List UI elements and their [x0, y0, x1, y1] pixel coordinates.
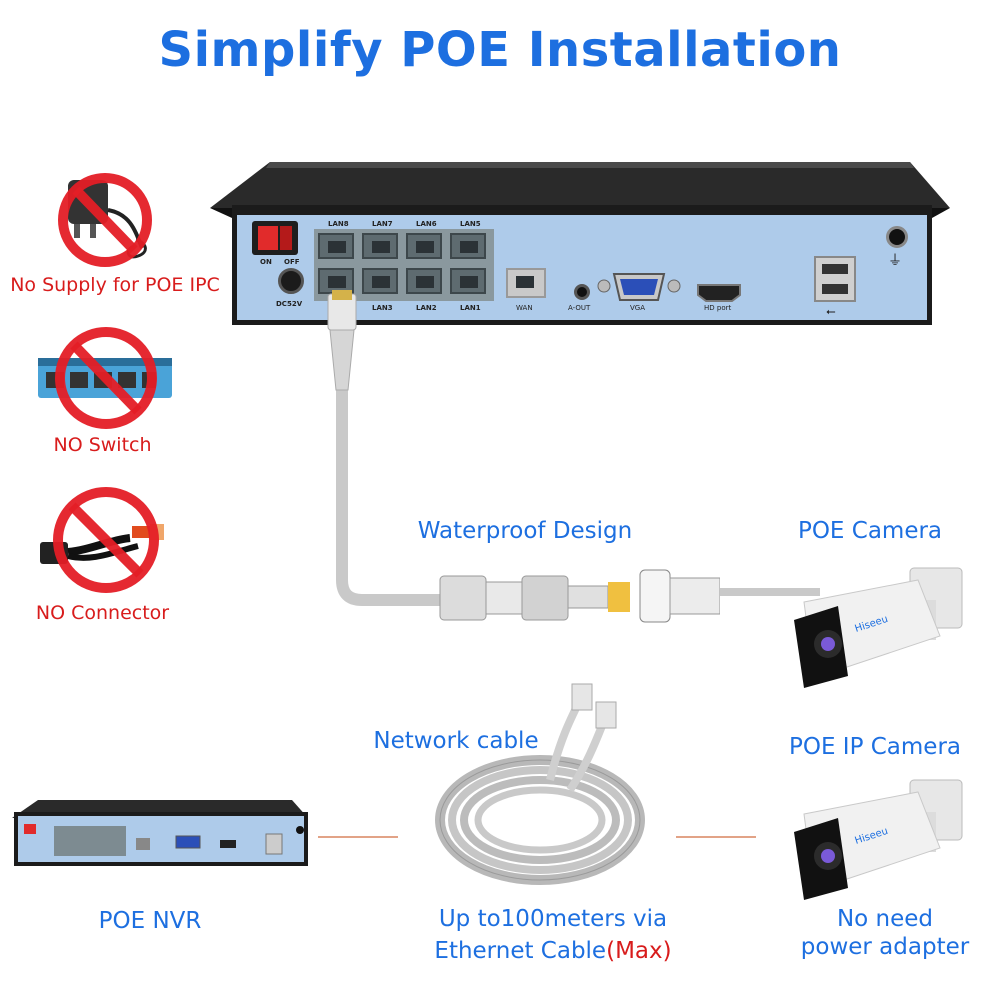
switch-off-label: OFF	[284, 258, 300, 266]
lan2-port[interactable]	[406, 268, 442, 294]
poe-ip-camera-image: Hiseeu	[794, 779, 963, 900]
vga-label: VGA	[630, 304, 646, 312]
poe-nvr-label: POE NVR	[98, 908, 202, 934]
lan3-label: LAN3	[372, 304, 393, 312]
aout-label: A-OUT	[568, 304, 591, 312]
hd-label: HD port	[704, 304, 732, 312]
range-line1: Up to100meters via	[438, 906, 668, 932]
page-title: Simplify POE Installation	[158, 22, 842, 78]
power-switch[interactable]	[252, 221, 298, 255]
ethernet-cable-path	[327, 290, 720, 623]
waterproof-label: Waterproof Design	[417, 518, 633, 544]
range-max-text: (Max)	[606, 938, 672, 964]
network-cable-label: Network cable	[373, 728, 539, 754]
lan8-label: LAN8	[328, 220, 349, 228]
poe-camera-label: POE Camera	[797, 518, 943, 544]
lan3-port[interactable]	[362, 268, 398, 294]
range-line2: Ethernet Cable(Max)	[398, 938, 708, 964]
lan8-port[interactable]	[318, 233, 354, 259]
no-supply-label: No Supply for POE IPC	[10, 274, 220, 296]
no-power-adapter-icon	[58, 173, 152, 267]
no-adapter-line2: power adapter	[800, 934, 970, 960]
lan5-port[interactable]	[450, 233, 486, 259]
dc-label: DC52V	[276, 300, 303, 308]
ground-screw	[886, 226, 908, 248]
poe-ip-camera-label: POE IP Camera	[788, 734, 962, 760]
lan1-port[interactable]	[450, 268, 486, 294]
connector-line-left	[318, 836, 398, 838]
dc-jack	[278, 268, 304, 294]
no-connector-label: NO Connector	[35, 602, 170, 624]
lan2-label: LAN2	[416, 304, 437, 312]
wan-label: WAN	[516, 304, 533, 312]
range-line2-text: Ethernet Cable	[434, 938, 607, 964]
connector-line-right	[676, 836, 756, 838]
no-switch-icon	[38, 327, 172, 429]
camera-pigtail-cable	[720, 588, 820, 596]
network-cable-image	[435, 683, 645, 885]
usb-icon: ⭠	[826, 304, 836, 318]
no-adapter-line1: No need	[836, 906, 934, 932]
ground-icon: ⏚	[888, 253, 902, 269]
no-switch-label: NO Switch	[53, 434, 152, 456]
wan-port[interactable]	[506, 268, 546, 298]
lan6-label: LAN6	[416, 220, 437, 228]
poe-camera-image: Hiseeu	[794, 567, 963, 688]
hdmi-port[interactable]	[696, 283, 742, 303]
lan7-port[interactable]	[362, 233, 398, 259]
lan7-label: LAN7	[372, 220, 393, 228]
lan5-label: LAN5	[460, 220, 481, 228]
audio-out-port[interactable]	[574, 284, 590, 300]
lan6-port[interactable]	[406, 233, 442, 259]
switch-on-label: ON	[260, 258, 272, 266]
lan4-port[interactable]	[318, 268, 354, 294]
vga-port[interactable]	[596, 270, 682, 304]
lan1-label: LAN1	[460, 304, 481, 312]
usb-ports[interactable]	[814, 256, 856, 302]
no-connector-icon	[40, 487, 164, 593]
poe-nvr-image	[12, 800, 308, 866]
